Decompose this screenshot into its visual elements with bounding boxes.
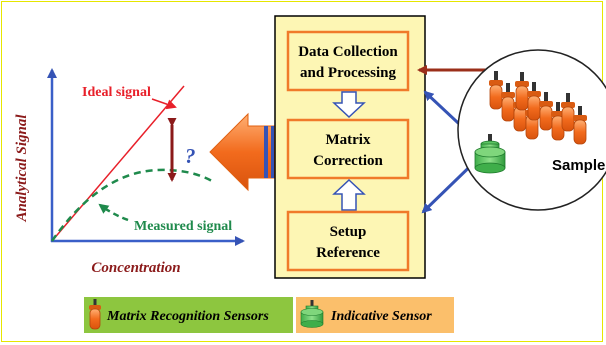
setup-reference-line2: Reference (316, 245, 380, 261)
signal-graph: Analytical Signal Concentration Ideal si… (14, 68, 245, 276)
setup-reference-box (286, 210, 410, 272)
measured-pointer-arrow (98, 203, 129, 222)
x-axis-label: Concentration (91, 260, 180, 276)
indicative-sensor (474, 134, 506, 174)
data-collection-line2: and Processing (300, 65, 396, 81)
legend-matrix-swatch (84, 297, 293, 333)
flow-arrow-up (332, 178, 366, 211)
legend-indicative-label: Indicative Sensor (330, 309, 432, 324)
measured-signal-label: Measured signal (134, 219, 232, 234)
legend-indicative-icon (300, 300, 324, 328)
y-axis-label: Analytical Signal (14, 114, 30, 223)
data-collection-line1: Data Collection (298, 44, 398, 60)
sample-label: Sample (552, 157, 605, 174)
flow-arrow-down (332, 91, 366, 119)
data-collection-box (286, 30, 410, 92)
ideal-signal-line (51, 85, 185, 242)
correction-feedback-arrow (209, 112, 277, 192)
matrix-sensor-array (489, 71, 587, 145)
legend-matrix-icon (89, 299, 101, 330)
matrix-correction-line1: Matrix (326, 132, 371, 148)
matrix-correction-box (286, 118, 410, 180)
process-panel: Data Collection and Processing Matrix Co… (274, 15, 426, 279)
legend: Matrix Recognition Sensors Indicative Se… (84, 297, 454, 333)
legend-matrix-label: Matrix Recognition Sensors (106, 309, 269, 324)
matrix-correction-line2: Correction (313, 153, 383, 169)
sample-group: Sample (457, 49, 606, 211)
measured-signal-curve (50, 168, 213, 242)
ideal-pointer-arrow (151, 98, 177, 110)
setup-reference-line1: Setup (330, 224, 367, 240)
ideal-signal-label: Ideal signal (82, 85, 151, 100)
question-mark: ? (185, 144, 196, 168)
